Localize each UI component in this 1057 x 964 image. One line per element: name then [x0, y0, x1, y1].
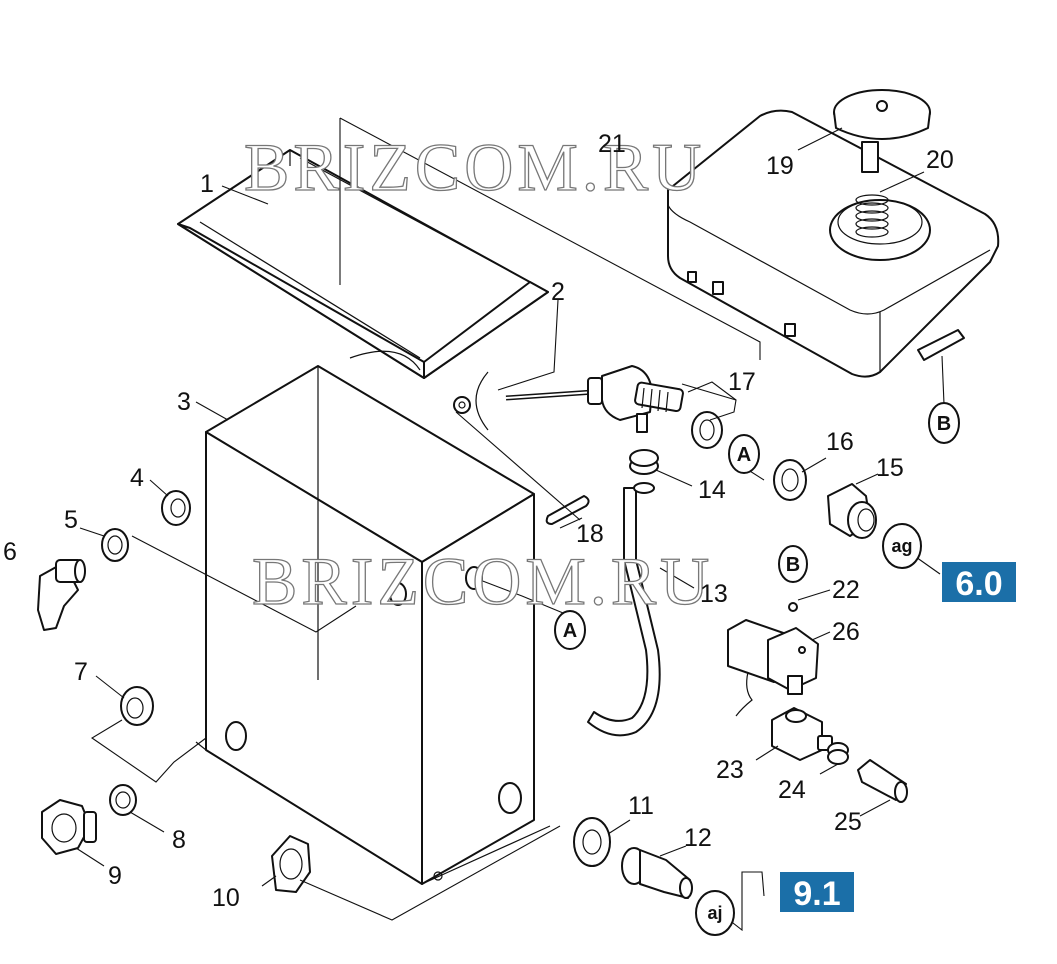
- label-part-3: 3: [177, 388, 191, 416]
- label-part-25: 25: [834, 808, 862, 836]
- part-washer-17: [691, 411, 723, 449]
- label-part-21: 21: [598, 130, 626, 158]
- part-washer-8: [109, 784, 137, 816]
- part-nut-9: [41, 799, 97, 855]
- section-ref-9-1[interactable]: 9.1: [780, 872, 854, 913]
- ref-A-left-text: A: [563, 620, 577, 642]
- part-pin: [545, 495, 590, 525]
- part-washer-11: [573, 817, 611, 867]
- section-ref-6-0-text: 6.0: [955, 565, 1002, 603]
- part-fitting-15: [827, 483, 877, 539]
- ref-ag-text: ag: [891, 536, 912, 556]
- part-hose-25: [857, 759, 908, 803]
- connection-ref-ag: ag: [882, 523, 922, 569]
- part-cap: [833, 89, 931, 173]
- label-part-13: 13: [700, 580, 728, 608]
- label-part-24: 24: [778, 776, 806, 804]
- ref-B-top-text: B: [937, 413, 951, 435]
- label-part-8: 8: [172, 826, 186, 854]
- watermark-top: BRIZCOM.RU: [244, 129, 705, 205]
- ref-A-right-text: A: [737, 444, 751, 466]
- label-part-17: 17: [728, 368, 756, 396]
- connection-line-21: [339, 117, 761, 360]
- part-number-labels: 1 2 3 4 5 6 7 8 9 10 11 12 13 14 15 16 1…: [3, 130, 954, 912]
- label-part-10: 10: [212, 884, 240, 912]
- label-part-14: 14: [698, 476, 726, 504]
- part-elbow-6: [37, 559, 86, 631]
- part-clip: [349, 350, 489, 431]
- connection-ref-A-right: A: [728, 434, 760, 474]
- label-part-4: 4: [130, 464, 144, 492]
- part-washer-5: [101, 528, 129, 562]
- part-oring-22: [788, 602, 798, 612]
- part-clamp-24: [827, 742, 849, 765]
- part-hose: [587, 482, 661, 737]
- part-cover-tray: [177, 149, 549, 379]
- part-nut-10: [271, 835, 311, 893]
- part-washer-7: [120, 686, 154, 726]
- label-part-1: 1: [200, 170, 214, 198]
- label-part-16: 16: [826, 428, 854, 456]
- label-part-11: 11: [628, 792, 654, 820]
- connection-ref-B-lower: B: [778, 545, 808, 583]
- label-part-15: 15: [876, 454, 904, 482]
- label-part-12: 12: [684, 824, 712, 852]
- part-spring: [855, 194, 889, 238]
- part-hose-clamp: [629, 449, 659, 475]
- label-part-19: 19: [766, 152, 794, 180]
- part-valve-assembly: [505, 365, 684, 433]
- section-ref-9-1-text: 9.1: [793, 875, 840, 913]
- watermark-middle: BRIZCOM.RU: [252, 543, 713, 619]
- label-part-22: 22: [832, 576, 860, 604]
- label-part-20: 20: [926, 146, 954, 174]
- connection-ref-aj: aj: [695, 890, 735, 936]
- label-part-7: 7: [74, 658, 88, 686]
- part-reservoir-tank: [667, 89, 1000, 378]
- label-part-2: 2: [551, 278, 565, 306]
- label-part-23: 23: [716, 756, 744, 784]
- part-valve-body-23: [771, 707, 833, 761]
- label-part-26: 26: [832, 618, 860, 646]
- label-part-18: 18: [576, 520, 604, 548]
- part-washer-16: [773, 459, 807, 501]
- part-washer-4: [161, 490, 191, 526]
- part-connector-12: [621, 847, 693, 899]
- connection-ref-B-top: B: [928, 402, 960, 444]
- connection-ref-A-left: A: [554, 610, 586, 650]
- label-part-9: 9: [108, 862, 122, 890]
- part-solenoid-26: [727, 619, 819, 717]
- part-main-tank: [195, 365, 551, 885]
- label-part-6: 6: [3, 538, 17, 566]
- leader-lines: [75, 127, 945, 932]
- section-ref-6-0[interactable]: 6.0: [942, 562, 1016, 603]
- label-part-5: 5: [64, 506, 78, 534]
- ref-B-lower-text: B: [786, 554, 800, 576]
- ref-aj-text: aj: [707, 903, 722, 923]
